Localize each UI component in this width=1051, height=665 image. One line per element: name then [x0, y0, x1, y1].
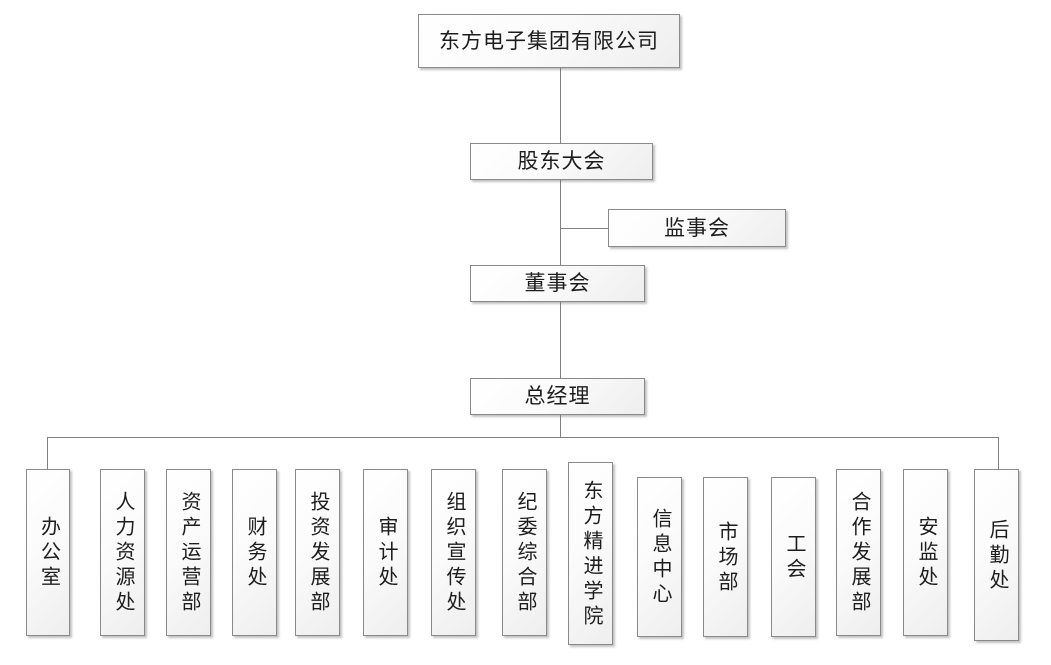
department-office[interactable]: 办公室 [26, 469, 70, 636]
node-label: 董事会 [524, 271, 591, 296]
connector-gm-to-bus [560, 415, 561, 438]
department-bus-line [47, 437, 999, 438]
department-information-center[interactable]: 信息中心 [637, 477, 682, 637]
department-audit[interactable]: 审计处 [363, 469, 408, 636]
department-safety-supervision[interactable]: 安监处 [903, 469, 948, 636]
department-label: 组织宣传处 [443, 491, 465, 616]
department-label: 审计处 [375, 516, 397, 591]
node-general-manager[interactable]: 总经理 [470, 378, 645, 415]
department-label: 资产运营部 [178, 491, 200, 616]
department-label: 信息中心 [649, 508, 671, 608]
node-shareholders-meeting[interactable]: 股东大会 [470, 143, 653, 180]
department-label: 合作发展部 [848, 491, 870, 616]
department-label: 安监处 [915, 516, 937, 591]
node-label: 东方电子集团有限公司 [439, 28, 659, 53]
department-discipline-inspection[interactable]: 纪委综合部 [502, 469, 547, 636]
connector-to-supervisors [560, 228, 609, 229]
node-board-of-directors[interactable]: 董事会 [470, 265, 645, 302]
department-label: 人力资源处 [112, 491, 134, 616]
department-label: 纪委综合部 [514, 491, 536, 616]
department-human-resources[interactable]: 人力资源处 [100, 469, 145, 636]
department-label: 办公室 [37, 516, 60, 591]
department-label: 财务处 [244, 516, 266, 591]
department-logistics[interactable]: 后勤处 [974, 469, 1019, 641]
department-labor-union[interactable]: 工会 [771, 477, 816, 637]
department-label: 投资发展部 [307, 491, 329, 616]
department-label: 市场部 [715, 520, 737, 596]
connector-bus-to-last-department [998, 437, 999, 469]
department-asset-operation[interactable]: 资产运营部 [166, 469, 211, 636]
connector-shareholders-to-board [560, 180, 561, 265]
department-dongfang-academy[interactable]: 东方精进学院 [568, 462, 613, 645]
node-label: 总经理 [524, 384, 591, 409]
department-investment-development[interactable]: 投资发展部 [295, 469, 340, 636]
department-marketing[interactable]: 市场部 [703, 477, 748, 637]
department-label: 工会 [783, 533, 805, 583]
connector-root-to-shareholders [560, 68, 561, 143]
department-cooperation-development[interactable]: 合作发展部 [836, 469, 881, 636]
connector-board-to-gm [560, 302, 561, 378]
node-label: 监事会 [664, 215, 730, 240]
department-organization-publicity[interactable]: 组织宣传处 [431, 469, 476, 636]
connector-bus-to-first-department [47, 437, 48, 469]
node-board-of-supervisors[interactable]: 监事会 [608, 209, 786, 247]
department-label: 后勤处 [986, 518, 1008, 594]
node-company-root[interactable]: 东方电子集团有限公司 [418, 14, 680, 68]
node-label: 股东大会 [517, 149, 606, 174]
department-label: 东方精进学院 [580, 479, 602, 630]
department-finance[interactable]: 财务处 [232, 469, 277, 636]
